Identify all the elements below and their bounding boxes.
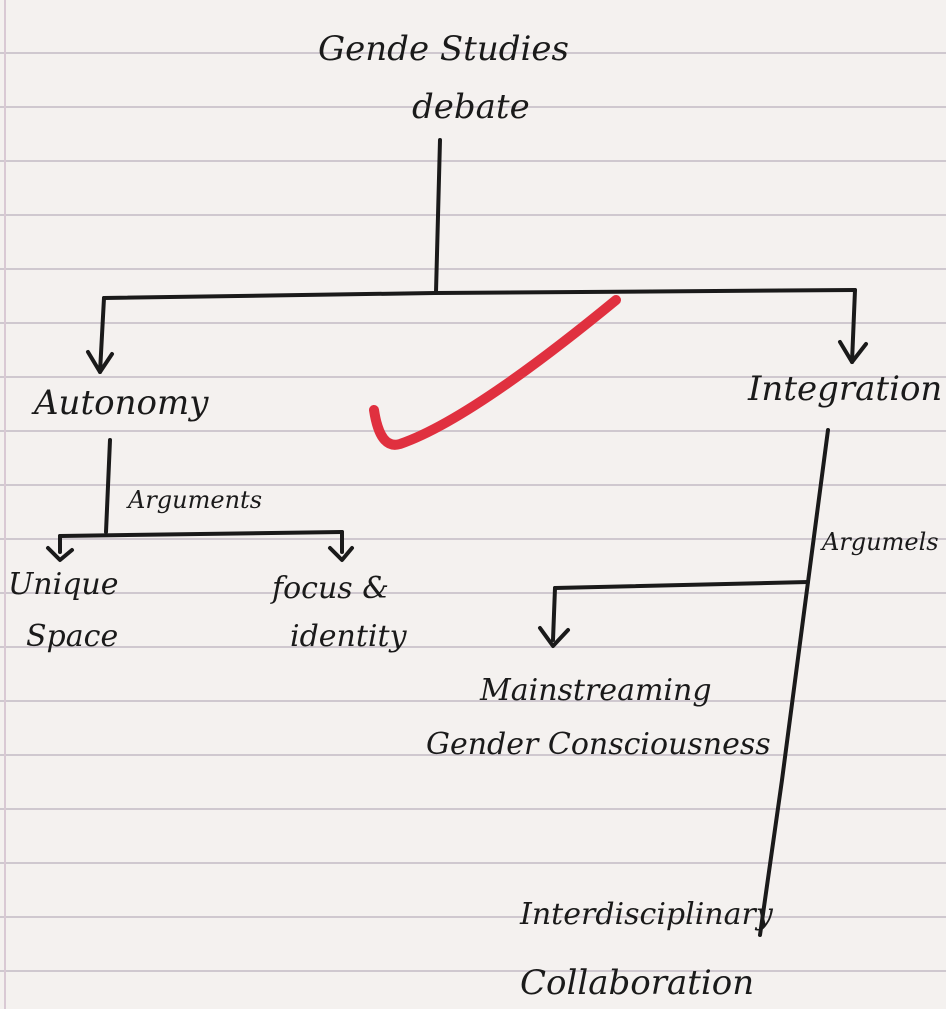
left-branch-line — [98, 296, 106, 374]
unique-label: Unique — [8, 567, 119, 602]
focus-arrowhead — [328, 546, 354, 562]
unique-arrowhead — [46, 546, 74, 562]
focus-label: focus & — [272, 571, 389, 606]
gender-consciousness-label: Gender Consciousness — [426, 727, 771, 762]
space-label: Space — [26, 619, 119, 654]
autonomy-arguments-label: Arguments — [128, 486, 263, 514]
identity-label: identity — [290, 619, 407, 654]
title-line-1: Gende Studies — [318, 29, 569, 69]
mainstreaming-branch — [551, 586, 557, 642]
autonomy-stem — [104, 438, 112, 534]
title-line-2: debate — [412, 87, 530, 127]
red-check-mark — [369, 295, 621, 450]
integration-arguments-label: Argumels — [822, 528, 939, 556]
autonomy-label: Autonomy — [34, 383, 209, 423]
top-crossbar — [102, 288, 857, 300]
mainstreaming-arrowhead — [538, 626, 570, 648]
right-branch-line — [850, 288, 857, 364]
right-arrowhead — [838, 340, 868, 364]
interdisciplinary-label: Interdisciplinary — [520, 897, 773, 932]
autonomy-crossbar — [58, 530, 344, 538]
integration-stem — [758, 428, 830, 937]
left-arrowhead — [86, 350, 114, 374]
trunk-line — [434, 138, 442, 294]
integration-label: Integration — [748, 369, 943, 409]
mainstreaming-label: Mainstreaming — [480, 673, 712, 708]
collaboration-label: Collaboration — [520, 963, 755, 1003]
integration-crossbar — [553, 580, 810, 590]
paper-margin-line — [4, 0, 6, 1009]
